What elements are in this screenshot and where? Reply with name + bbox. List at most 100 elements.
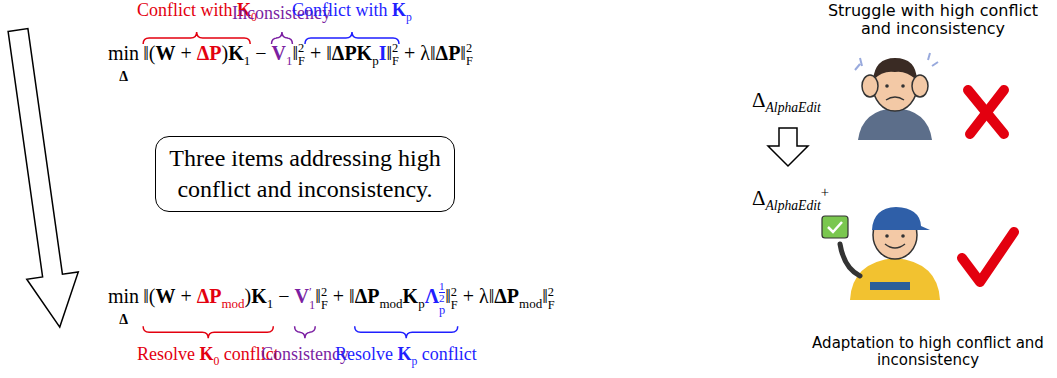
- label-text: Δ: [752, 88, 766, 112]
- label-text: I: [379, 42, 387, 64]
- stack-line: 12: [439, 280, 445, 304]
- label-text: F: [466, 54, 473, 68]
- label-text: K: [392, 0, 406, 20]
- label-text: ΔP: [436, 42, 461, 64]
- script-stack: 2F: [298, 42, 305, 68]
- label-text: min: [108, 42, 139, 64]
- label-text: Δ: [119, 312, 128, 327]
- label-text: Δ: [119, 69, 128, 84]
- script-stack: 2F: [451, 286, 458, 312]
- label-text: 2: [548, 285, 554, 299]
- script-stack: 2F: [548, 286, 555, 312]
- under-stack: minΔ: [108, 286, 139, 328]
- label-text: 1: [309, 298, 315, 312]
- label-text: W: [155, 42, 175, 64]
- hollow-down-arrow: [768, 128, 808, 166]
- annotation: Resolve Kp conflict: [335, 344, 477, 368]
- label-text: mod: [519, 296, 542, 311]
- under-brace: [295, 326, 316, 338]
- under-brace: [143, 326, 273, 338]
- label-text: K: [398, 344, 412, 364]
- delta-alphaedit-plus: ΔAlphaEdit+: [752, 184, 829, 214]
- stack-line: ′: [309, 286, 315, 299]
- label-text: p: [372, 53, 379, 68]
- hollow-arrow: [0, 26, 85, 330]
- under-stack: minΔ: [108, 43, 139, 85]
- script-stack: 2F: [392, 42, 399, 68]
- label-text: 1: [267, 296, 274, 311]
- label-text: F: [321, 298, 328, 312]
- label-text: 2: [321, 285, 327, 299]
- label-text: Adaptation to high conflict and inconsis…: [812, 334, 1044, 369]
- label-text: W: [155, 285, 175, 307]
- stack-line: 2: [298, 42, 305, 55]
- stack-line: 1: [309, 299, 315, 312]
- happy-person-icon: [822, 207, 940, 300]
- label-text: + λ‖: [458, 285, 495, 307]
- label-text: +: [821, 184, 829, 200]
- label-text: V: [271, 42, 285, 64]
- label-text: ‖(: [143, 42, 155, 64]
- stack-line: F: [321, 299, 328, 312]
- side-caption: Adaptation to high conflict and inconsis…: [808, 335, 1048, 370]
- formula-top: minΔ‖(W + ΔP)K1 − V1‖2F + ‖ΔPKpI‖2F + λ‖…: [108, 42, 473, 85]
- stack-line: min: [108, 43, 139, 64]
- label-text: ): [221, 42, 228, 64]
- script-stack: 2F: [321, 286, 328, 312]
- label-text: ‖: [460, 42, 466, 64]
- stack-line: p: [439, 304, 445, 317]
- label-text: Λ: [425, 285, 439, 307]
- label-text: ΔP: [197, 42, 222, 64]
- script-stack: 2F: [466, 42, 473, 68]
- label-text: + ‖: [305, 42, 332, 64]
- label-text: +: [175, 42, 196, 64]
- annotation: Resolve K0 conflict: [137, 344, 279, 368]
- label-text: Struggle with high conflict and inconsis…: [828, 1, 1038, 38]
- label-text: K: [403, 285, 419, 307]
- red-check: [962, 232, 1014, 282]
- label-text: Resolve: [335, 344, 398, 364]
- label-text: F: [298, 54, 305, 68]
- script-stack: 12p: [439, 280, 445, 317]
- label-text: 2: [466, 41, 472, 55]
- label-text: Resolve: [137, 344, 200, 364]
- stack-line: F: [392, 55, 399, 68]
- label-text: K: [251, 285, 267, 307]
- label-text: ΔP: [355, 285, 380, 307]
- label-text: 1: [286, 53, 293, 68]
- stack-line: F: [548, 299, 555, 312]
- label-text: K: [200, 344, 214, 364]
- label-text: AlphaEdit: [766, 198, 821, 213]
- label-text: ‖(: [143, 285, 155, 307]
- label-text: ΔP: [494, 285, 519, 307]
- annotation: Conflict with Kp: [292, 0, 412, 24]
- label-text: p: [439, 303, 445, 317]
- red-cross: [968, 90, 1004, 134]
- stack-line: min: [108, 286, 139, 307]
- label-text: ‖: [542, 285, 548, 307]
- label-text: 2: [298, 41, 304, 55]
- label-text: 2: [439, 292, 445, 304]
- summary-box: Three items addressing high conflict and…: [155, 136, 455, 212]
- formula-bottom: minΔ‖(W + ΔPmod)K1 − V′1‖2F + ‖ΔPmodKpΛ1…: [108, 280, 555, 328]
- delta-alphaedit: ΔAlphaEdit: [752, 88, 821, 116]
- under-brace: [355, 326, 458, 338]
- label-text: −: [273, 285, 294, 307]
- label-text: ΔP: [197, 285, 222, 307]
- label-text: p: [406, 11, 412, 24]
- label-text: Δ: [752, 186, 766, 210]
- stack-line: Δ: [119, 64, 128, 85]
- side-caption: Struggle with high conflict and inconsis…: [818, 2, 1048, 39]
- label-text: min: [108, 285, 139, 307]
- label-text: p: [418, 296, 425, 311]
- label-text: mod: [379, 296, 402, 311]
- stack-line: 2: [548, 286, 555, 299]
- box-text: Three items addressing high conflict and…: [169, 145, 440, 202]
- label-text: ΔPK: [332, 42, 372, 64]
- stack-line: F: [298, 55, 305, 68]
- label-text: 1: [244, 53, 251, 68]
- label-text: +: [175, 285, 196, 307]
- label-text: 0: [214, 355, 220, 368]
- label-text: p: [412, 355, 418, 368]
- label-text: conflict: [417, 344, 476, 364]
